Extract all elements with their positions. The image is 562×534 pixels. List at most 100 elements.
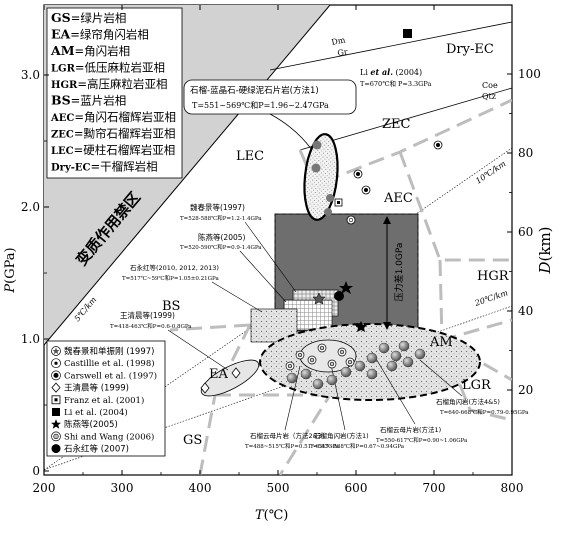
star-in-circle-icon xyxy=(51,346,61,356)
shi-wang-2006-cluster xyxy=(285,343,355,371)
symbol-legend-item: Shi and Wang (2006) xyxy=(51,431,154,442)
symbol-legend-item: 王清晨等 (1999) xyxy=(51,382,129,394)
mica-m1-pt: T=550-617℃和P=0.90~1.06GPa xyxy=(376,436,468,444)
shi-pt: T=517℃~59℃和P=1.05±0.21GPa xyxy=(122,274,219,282)
carswell-points xyxy=(353,140,443,195)
li2004-pt: T=670℃和 P=3.3GPa xyxy=(360,79,431,88)
data-symbols xyxy=(200,29,443,394)
abbrev-legend-item: LEC=硬柱石榴辉岩亚相 xyxy=(51,143,175,157)
svg-text:Franz et al. (2001): Franz et al. (2001) xyxy=(64,395,144,406)
boxed-square-icon xyxy=(51,395,61,405)
dark-dot-in-circle-icon xyxy=(51,370,61,381)
x-tick-label: 700 xyxy=(423,481,446,495)
amph-m1-pt: T=547~588℃和P=0.67~0.94GPa xyxy=(310,442,405,450)
abbrev-legend-item: AEC=角闪石榴辉岩亚相 xyxy=(50,110,176,124)
x-tick-label: 800 xyxy=(501,481,524,495)
x-tick-label: 600 xyxy=(345,481,368,495)
abbrev-legend-item: BS=蓝片岩相 xyxy=(51,93,126,108)
symbol-legend-item: 魏春景和单振刚 (1997) xyxy=(51,346,154,357)
facies-label-gs: GS xyxy=(183,433,202,448)
symbol-legend: 魏春景和单振刚 (1997)Castillie et al. (1998)Car… xyxy=(51,346,157,455)
li2004-title: Li et al. (2004) xyxy=(360,67,422,77)
y-tick-label: 1.0 xyxy=(21,332,40,346)
li2004-filled-square xyxy=(403,29,412,38)
y2-tick-label: 100 xyxy=(518,67,541,81)
y2-tick-label: 80 xyxy=(518,146,533,160)
facies-label-zec: ZEC xyxy=(382,117,411,132)
svg-text:Shi and Wang (2006): Shi and Wang (2006) xyxy=(64,431,154,442)
wang1999-title: 王清晨等(1999) xyxy=(120,310,175,320)
garnet-m23-title: 石榴云母片岩（方法2&3） xyxy=(250,431,328,440)
symbol-legend-item: Castillie et al. (1998) xyxy=(51,358,155,369)
y-tick-label: 2.0 xyxy=(21,200,40,214)
facies-label-lec: LEC xyxy=(236,149,264,164)
facies-label-dry-ec: Dry-EC xyxy=(446,42,494,57)
wei1997-star xyxy=(312,292,326,305)
chen2005-title: 陈燕等(2005) xyxy=(198,232,246,242)
symbol-legend-item: 陈燕等(2005) xyxy=(51,419,118,430)
facies-label-aec: AEC xyxy=(383,191,413,206)
ea-ellipse xyxy=(200,359,260,397)
dm-gr-line xyxy=(269,21,512,71)
garnet-m23-pt: T=488~515℃和P=0.51~0.83GPa xyxy=(245,442,340,450)
y2-tick-label: 60 xyxy=(518,225,533,239)
abbrev-legend: GS=绿片岩相EA=绿帘角闪岩相AM=角闪岩相LGR=低压麻粒岩亚相HGR=高压… xyxy=(50,10,176,174)
facies-label-lgr: LGR xyxy=(462,378,492,393)
wang1999-diamond-a xyxy=(200,382,210,394)
abbrev-legend-item: EA=绿帘角闪岩相 xyxy=(51,27,149,42)
dot-in-circle-icon xyxy=(51,358,61,369)
qtz-label: Qtz xyxy=(482,92,496,101)
abbrev-legend-item: GS=绿片岩相 xyxy=(51,10,126,25)
y2-tick-label: 20 xyxy=(518,383,533,397)
x-tick-label: 500 xyxy=(267,481,290,495)
amph-m1-title: 石榴角闪岩(方法1) xyxy=(314,431,369,440)
wang1999-pt: T=418-463℃和P=0.6-0.8GPa xyxy=(110,322,192,330)
svg-text:Li et al. (2004): Li et al. (2004) xyxy=(64,407,128,418)
concentric-circle-icon xyxy=(51,431,61,442)
filled-circle-icon xyxy=(51,444,61,454)
pressure-diff-label: 压力差1.0GPa xyxy=(393,243,405,302)
y2-axis-title: D(km) xyxy=(536,226,554,274)
facies-label-bs: BS xyxy=(162,299,180,314)
dm-label: Dm xyxy=(331,35,347,47)
y-tick-label: 0 xyxy=(32,464,40,478)
amph-m45-title: 石榴角闪岩(方法4&5) xyxy=(436,397,500,406)
y-axis: 0 1.0 2.0 3.0 xyxy=(21,68,49,478)
svg-text:陈燕等(2005): 陈燕等(2005) xyxy=(64,419,118,430)
facies-label-ea: EA xyxy=(209,367,228,382)
mica-m1-title: 石榴云母片岩(方法1) xyxy=(380,425,441,434)
symbol-legend-item: 石永红等 (2007) xyxy=(51,444,129,455)
symbol-legend-item: Franz et al. (2001) xyxy=(51,395,144,406)
abbrev-legend-item: Dry-EC=干榴辉岩相 xyxy=(51,160,158,174)
facies-label-hgr: HGR xyxy=(477,269,510,284)
chen2005-pt: T=520-590℃和P=0.9-1.4GPa xyxy=(180,243,262,251)
symbol-legend-box xyxy=(46,340,166,457)
abbrev-legend-item: HGR=高压麻粒岩亚相 xyxy=(51,77,167,91)
symbol-legend-item: Li et al. (2004) xyxy=(52,407,128,418)
wei1997-title: 魏春景等(1997) xyxy=(190,202,245,212)
x-tick-label: 200 xyxy=(33,481,56,495)
x-tick-label: 300 xyxy=(111,481,134,495)
shi-title: 石永红等(2010, 2012, 2013) xyxy=(130,263,219,272)
eclogite-callout-line1: 石榴-蓝晶石-硬绿泥石片岩(方法1) xyxy=(190,85,319,96)
svg-text:Carswell et al. (1997): Carswell et al. (1997) xyxy=(64,370,157,381)
wang1999-diamond-b xyxy=(231,367,241,379)
svg-text:石永红等 (2007): 石永红等 (2007) xyxy=(64,444,129,455)
x-axis-title: T(℃) xyxy=(255,508,288,523)
abbrev-legend-box xyxy=(46,7,183,179)
y-axis-title: P(GPa) xyxy=(3,247,18,293)
abbrev-legend-item: ZEC=黝帘石榴辉岩亚相 xyxy=(51,127,176,141)
facies-label-am: AM xyxy=(429,335,453,350)
open-diamond-icon xyxy=(51,382,61,393)
gr-label: Gr xyxy=(337,47,349,58)
filled-star-icon xyxy=(51,419,61,429)
garnet-balls xyxy=(286,340,426,390)
abbrev-legend-item: LGR=低压麻粒岩亚相 xyxy=(51,61,165,75)
coe-qtz-line xyxy=(299,87,512,151)
y-tick-label: 3.0 xyxy=(21,68,40,82)
wei1997-pt: T=528-588℃和P=1.2-1.4GPa xyxy=(180,214,262,222)
amph-m45-pt: T=640-668℃和P=0.79-0.95GPa xyxy=(440,408,529,416)
